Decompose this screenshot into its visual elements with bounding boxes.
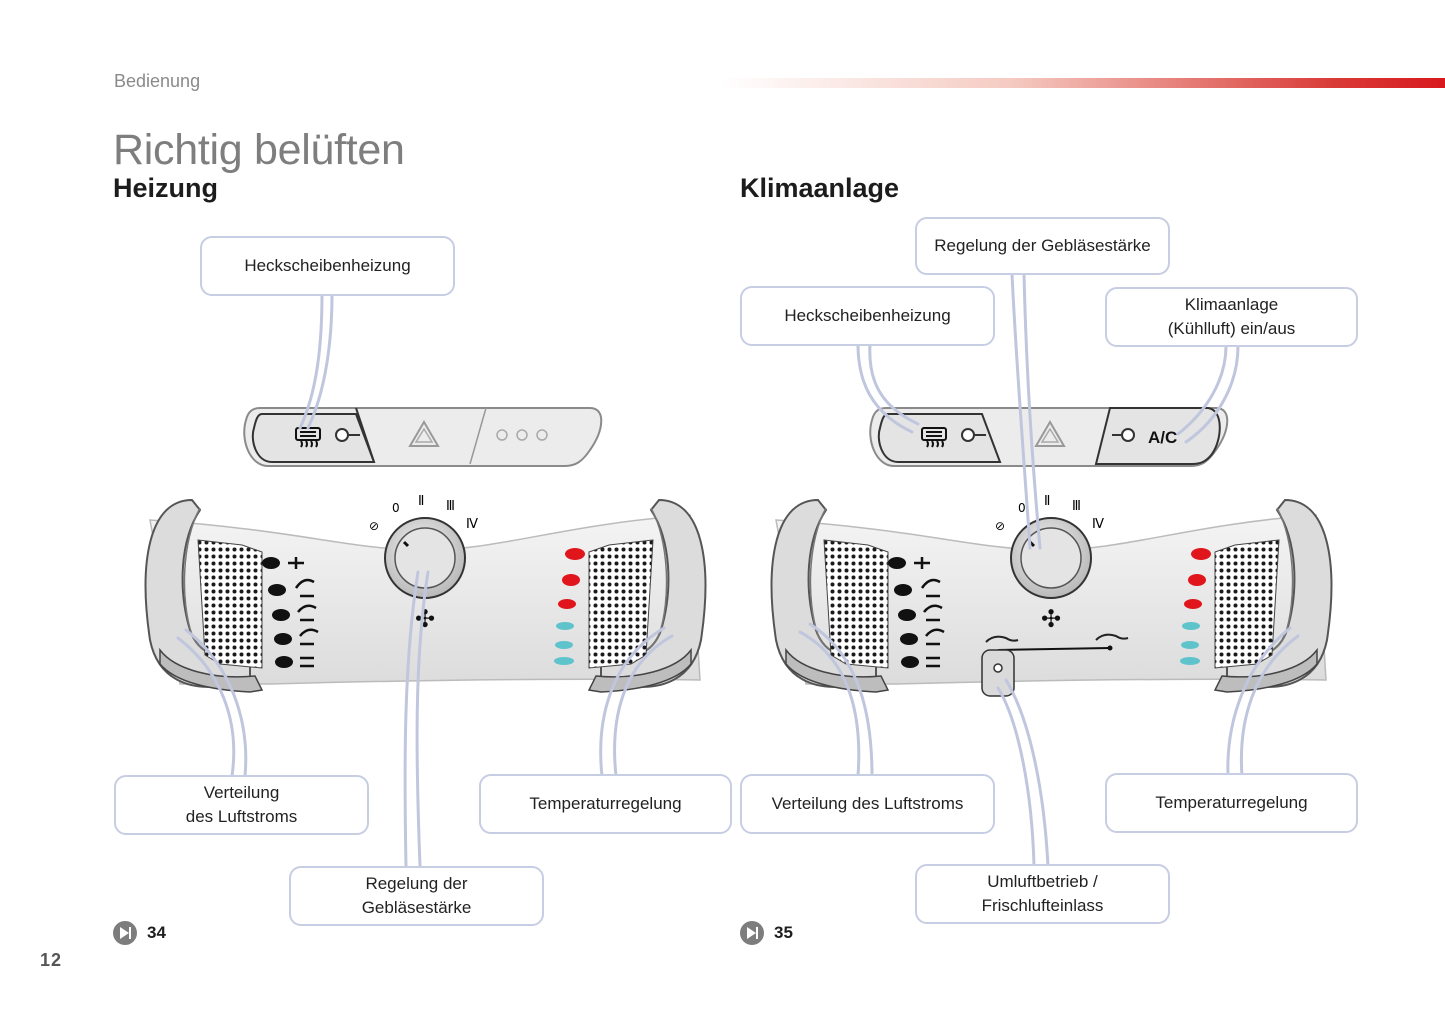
svg-text:0: 0 [1018, 501, 1026, 515]
callout-heizung-temperature: Temperaturregelung [479, 774, 732, 834]
callout-heizung-rear-window: Heckscheibenheizung [200, 236, 455, 296]
page-number: 12 [40, 950, 63, 970]
next-page-icon [740, 921, 764, 945]
callout-klima-rear-window: Heckscheibenheizung [740, 286, 995, 346]
klimaanlage-diagram: ⊘ 0 Ⅱ Ⅲ Ⅳ ✣ [770, 407, 1333, 697]
callout-heizung-blower: Regelung der Gebläsestärke [289, 866, 544, 926]
fan-icon: ✣ [415, 605, 435, 633]
heading-heizung: Heizung [113, 173, 218, 203]
blower-knob-left: ⊘ 0 Ⅱ Ⅲ Ⅳ [369, 494, 478, 599]
page-title: Richtig belüften [113, 126, 405, 174]
svg-text:⊘: ⊘ [995, 519, 1005, 533]
indicator-led [335, 428, 349, 442]
svg-text:✣: ✣ [1041, 605, 1061, 633]
svg-text:Ⅱ: Ⅱ [418, 494, 424, 509]
callout-klima-temperature: Temperaturregelung [1105, 773, 1358, 833]
callout-klima-blower: Regelung der Gebläsestärke [915, 217, 1170, 275]
section-label: Bedienung [114, 71, 201, 91]
svg-text:Ⅳ: Ⅳ [466, 517, 478, 532]
next-page-icon [113, 921, 137, 945]
hazard-icon [408, 420, 440, 447]
page-ref-heizung[interactable]: 34 [113, 921, 166, 945]
svg-text:0: 0 [392, 501, 400, 515]
page-ref-klimaanlage[interactable]: 35 [740, 921, 793, 945]
svg-text:Ⅲ: Ⅲ [446, 499, 455, 514]
callout-klima-ac: Klimaanlage (Kühlluft) ein/aus [1105, 287, 1358, 347]
svg-text:⊘: ⊘ [369, 519, 379, 533]
header-accent-bar [720, 78, 1445, 88]
callout-klima-recirculation: Umluftbetrieb / Frischlufteinlass [915, 864, 1170, 924]
svg-text:Ⅲ: Ⅲ [1072, 499, 1081, 514]
callout-heizung-air-distribution: Verteilung des Luftstroms [114, 775, 369, 835]
page-ref-number: 35 [774, 923, 793, 942]
svg-text:Ⅳ: Ⅳ [1092, 517, 1104, 532]
blower-knob-right: ⊘ 0 Ⅱ Ⅲ Ⅳ [995, 494, 1104, 599]
arrow-icon [288, 557, 319, 668]
heizung-diagram: ⊘ 0 Ⅱ Ⅲ Ⅳ ✣ [144, 407, 707, 693]
callout-klima-air-distribution: Verteilung des Luftstroms [740, 774, 995, 834]
heading-klimaanlage: Klimaanlage [740, 173, 900, 203]
page-ref-number: 34 [147, 923, 166, 942]
ac-button-label: A/C [1148, 428, 1177, 447]
recirculation-slider [981, 633, 1129, 697]
svg-text:Ⅱ: Ⅱ [1044, 494, 1050, 509]
